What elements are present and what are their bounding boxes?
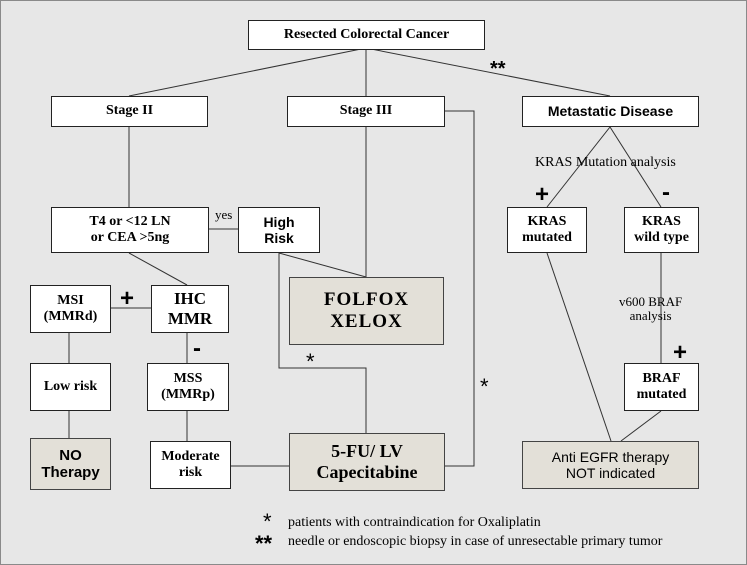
double-star-metastatic: ** xyxy=(490,58,506,80)
low-risk-box: Low risk xyxy=(30,363,111,411)
folfox-xelox-label: FOLFOX XELOX xyxy=(323,289,410,332)
mss-minus-sign: - xyxy=(193,335,201,362)
kras-mutated-label: KRAS mutated xyxy=(522,213,572,245)
low-risk-label: Low risk xyxy=(43,378,98,394)
msi-mmrd-label: MSI (MMRd) xyxy=(43,292,98,324)
stage-iii-label: Stage III xyxy=(339,103,393,119)
stage-ii-label: Stage II xyxy=(105,103,154,119)
mss-mmrp-box: MSS (MMRp) xyxy=(147,363,229,411)
braf-mutated-label: BRAF mutated xyxy=(636,370,687,402)
fu-lv-capecitabine-label: 5-FU/ LV Capecitabine xyxy=(316,441,418,482)
fu-lv-capecitabine-box: 5-FU/ LV Capecitabine xyxy=(289,433,445,491)
kras-wild-type-label: KRAS wild type xyxy=(634,213,689,245)
footnote-1-text: patients with contraindication for Oxali… xyxy=(288,515,541,530)
star-stage-iii-path: * xyxy=(480,374,489,399)
no-therapy-box: NO Therapy xyxy=(30,438,111,490)
footnote-2-text: needle or endoscopic biopsy in case of u… xyxy=(288,534,663,549)
kras-plus-sign: + xyxy=(535,181,550,208)
braf-plus-sign: + xyxy=(673,339,688,366)
ihc-mmr-box: IHC MMR xyxy=(151,285,229,333)
stage-ii-box: Stage II xyxy=(51,96,208,127)
resected-colorectal-cancer-box: Resected Colorectal Cancer xyxy=(248,20,485,50)
anti-egfr-box: Anti EGFR therapy NOT indicated xyxy=(522,441,699,489)
footnote-1-symbol: * xyxy=(263,509,272,534)
metastatic-disease-label: Metastatic Disease xyxy=(547,103,674,120)
t4-criteria-box: T4 or <12 LN or CEA >5ng xyxy=(51,207,209,253)
kras-mutation-analysis-label: KRAS Mutation analysis xyxy=(535,155,676,170)
metastatic-disease-box: Metastatic Disease xyxy=(522,96,699,127)
resected-colorectal-cancer-label: Resected Colorectal Cancer xyxy=(283,26,450,42)
kras-wild-type-box: KRAS wild type xyxy=(624,207,699,253)
moderate-risk-label: Moderate risk xyxy=(161,448,220,480)
braf-mutated-box: BRAF mutated xyxy=(624,363,699,411)
kras-minus-sign: - xyxy=(662,179,670,206)
folfox-xelox-box: FOLFOX XELOX xyxy=(289,277,444,345)
t4-criteria-label: T4 or <12 LN or CEA >5ng xyxy=(89,213,171,245)
footnote-2-symbol: ** xyxy=(255,531,273,556)
anti-egfr-label: Anti EGFR therapy NOT indicated xyxy=(551,448,670,481)
no-therapy-label: NO Therapy xyxy=(41,446,100,481)
star-high-risk-path: * xyxy=(306,349,315,374)
msi-plus-sign: + xyxy=(120,285,135,312)
high-risk-label: High Risk xyxy=(263,213,295,246)
ihc-mmr-label: IHC MMR xyxy=(167,289,213,328)
braf-analysis-label: v600 BRAF analysis xyxy=(619,294,683,324)
yes-label: yes xyxy=(215,207,233,222)
moderate-risk-box: Moderate risk xyxy=(150,441,231,489)
high-risk-box: High Risk xyxy=(238,207,320,253)
kras-mutated-box: KRAS mutated xyxy=(507,207,587,253)
msi-mmrd-box: MSI (MMRd) xyxy=(30,285,111,333)
mss-mmrp-label: MSS (MMRp) xyxy=(161,370,215,402)
stage-iii-box: Stage III xyxy=(287,96,445,127)
